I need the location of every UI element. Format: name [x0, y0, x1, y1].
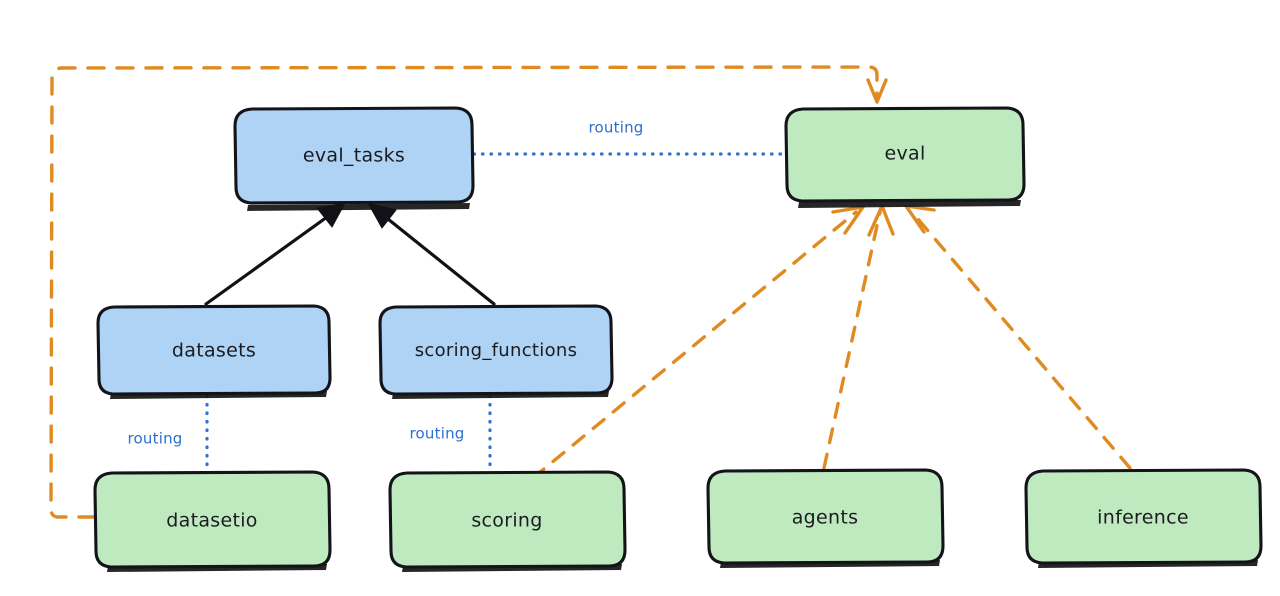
edge-scoringfunctions-evaltasks — [367, 202, 496, 306]
edge-scoringfunctions-scoring: routing — [410, 394, 492, 472]
node-scoring-functions-label: scoring_functions — [415, 340, 578, 361]
node-datasetio-body — [95, 472, 330, 567]
node-agents-body — [708, 470, 943, 563]
node-eval-tasks-label: eval_tasks — [303, 145, 405, 167]
node-agents-label: agents — [792, 507, 859, 529]
edge-inference-eval — [904, 204, 1132, 470]
node-eval-tasks[interactable]: eval_tasks — [233, 106, 475, 211]
edge-datasets-datasetio: routing — [128, 394, 209, 472]
edge-datasets-evaltasks — [204, 202, 346, 306]
node-eval[interactable]: eval — [784, 106, 1026, 208]
node-scoring[interactable]: scoring — [388, 470, 627, 572]
node-scoring-functions[interactable]: scoring_functions — [378, 304, 614, 399]
node-datasets-body — [98, 306, 330, 394]
edge-label-routing-eval: routing — [589, 119, 644, 137]
node-layer: eval_tasks eval datasets scoring_functio… — [93, 106, 1263, 572]
node-datasets[interactable]: datasets — [96, 304, 332, 399]
node-scoring-functions-body — [380, 306, 612, 394]
edge-evaltasks-eval: routing — [472, 119, 786, 156]
edge-agents-eval — [822, 204, 895, 470]
edge-label-routing-datasetio: routing — [128, 430, 183, 448]
node-eval-body — [786, 108, 1024, 201]
node-inference[interactable]: inference — [1024, 468, 1263, 568]
node-datasetio-label: datasetio — [166, 510, 257, 532]
node-scoring-label: scoring — [471, 510, 542, 532]
edge-datasetio-eval — [49, 65, 888, 519]
node-agents[interactable]: agents — [706, 468, 945, 568]
node-inference-label: inference — [1097, 507, 1189, 529]
node-datasetio[interactable]: datasetio — [93, 470, 332, 572]
edge-label-routing-scoring: routing — [410, 425, 465, 443]
node-scoring-body — [390, 472, 625, 567]
node-datasets-label: datasets — [172, 340, 256, 362]
node-inference-body — [1026, 470, 1261, 563]
node-eval-tasks-body — [235, 108, 473, 203]
node-eval-label: eval — [884, 143, 925, 165]
